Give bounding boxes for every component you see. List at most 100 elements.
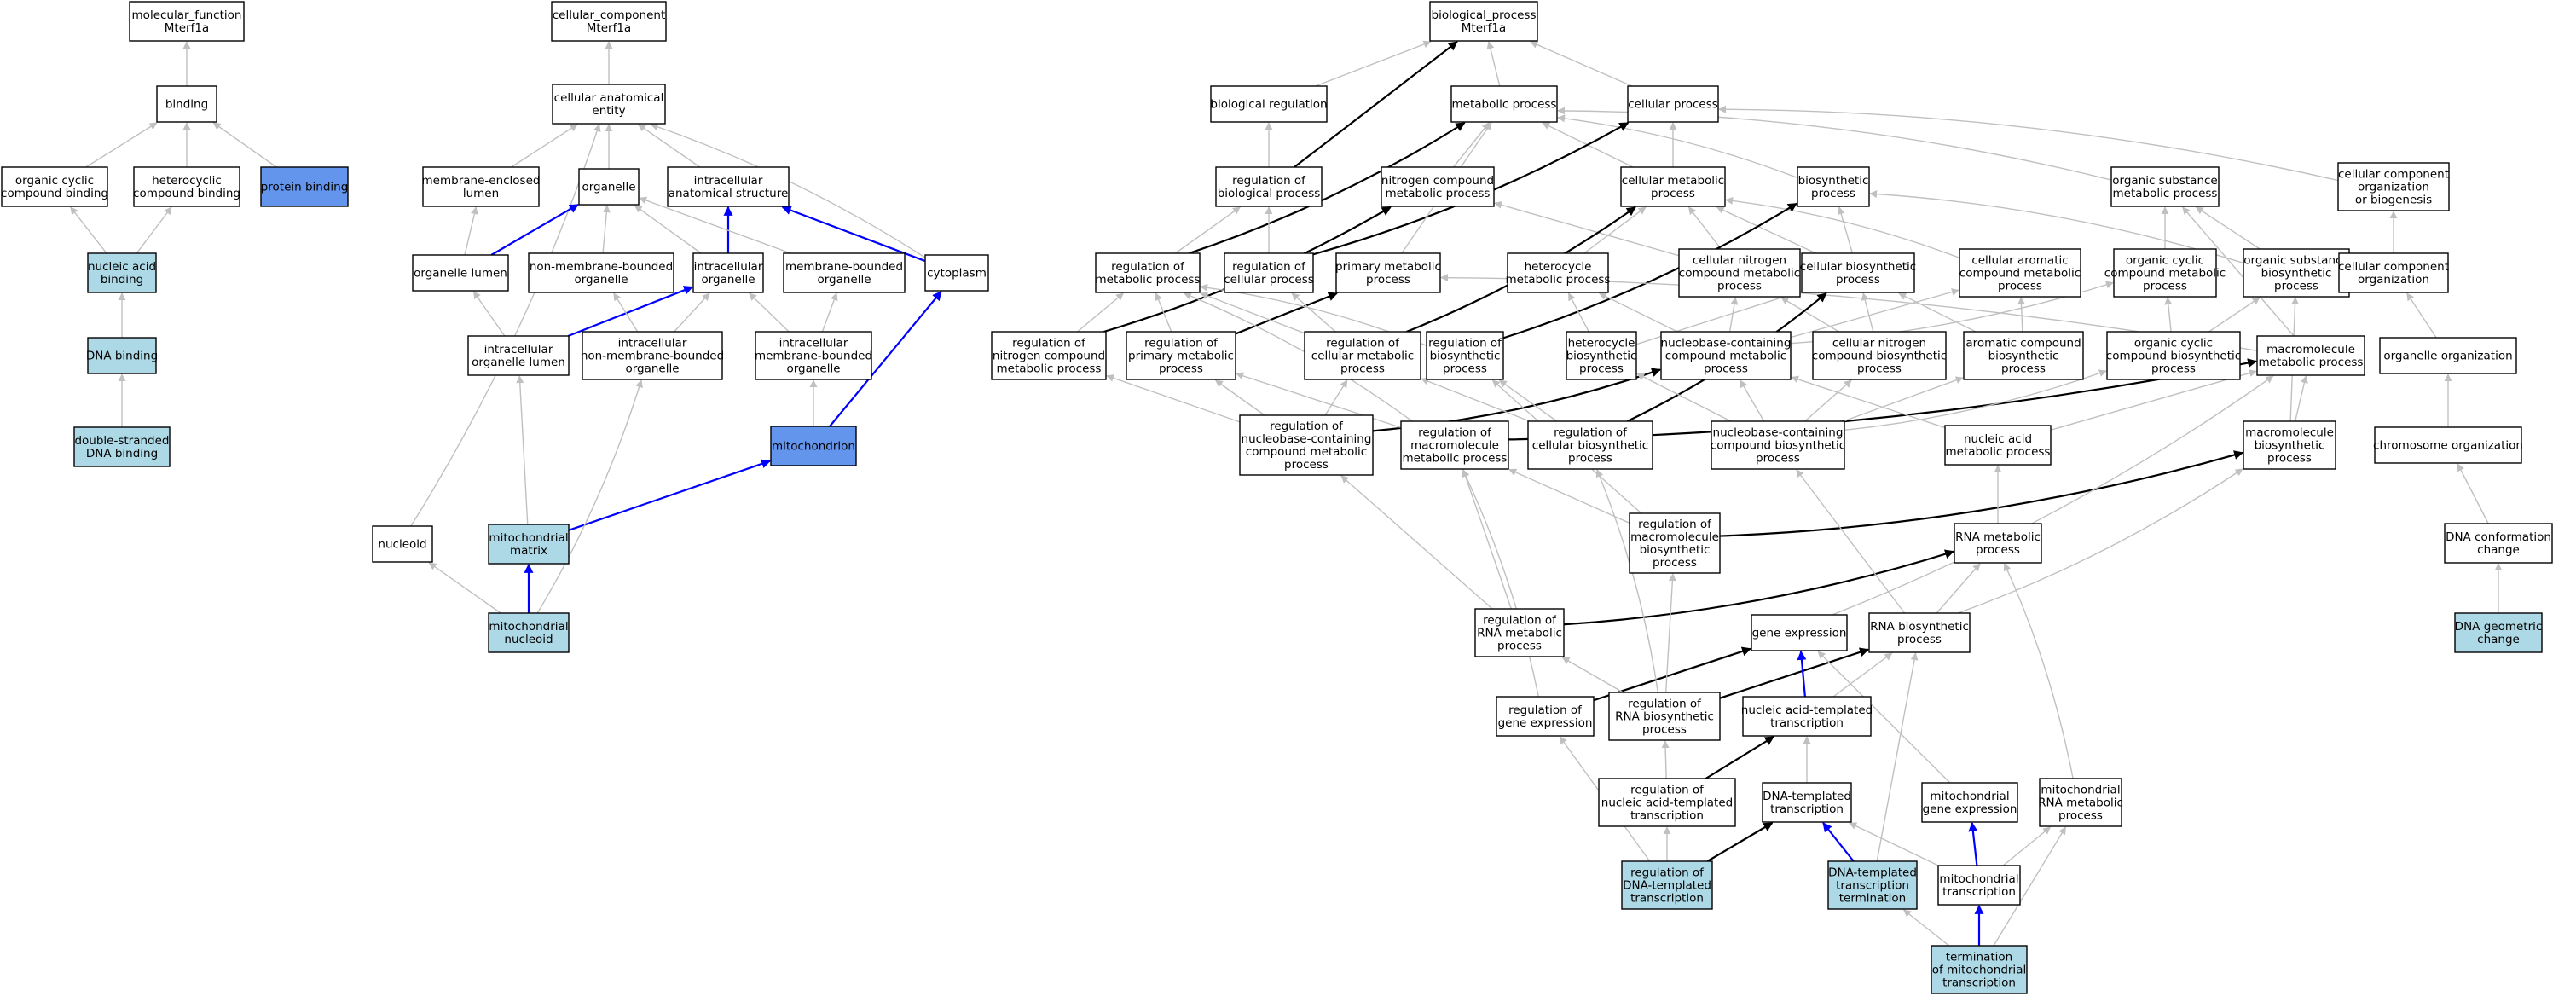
go-term-node-mitochondrion[interactable]: mitochondrion <box>770 426 857 466</box>
go-term-box <box>1304 331 1421 380</box>
go-term-node-gene-expression[interactable]: gene expression <box>1751 614 1848 651</box>
go-term-label: metabolic process <box>2113 187 2218 200</box>
go-term-box <box>667 166 790 207</box>
go-term-node-dna-binding[interactable]: DNA binding <box>86 337 158 374</box>
go-term-node-cellular-process[interactable]: cellular process <box>1627 85 1719 123</box>
go-term-node-reg-nucleobase-met[interactable]: regulation ofnucleobase-containingcompou… <box>1239 414 1374 476</box>
go-term-node-organelle-lumen[interactable]: organelle lumen <box>412 254 509 292</box>
go-term-node-organelle[interactable]: organelle <box>578 168 640 206</box>
go-term-node-organelle-org[interactable]: organelle organization <box>2379 337 2517 374</box>
go-term-label: organic cyclic <box>2134 337 2213 350</box>
go-term-label: biological_process <box>1432 9 1537 22</box>
go-term-node-protein-binding[interactable]: protein binding <box>260 166 349 207</box>
edge-mitochondrion-to-cytoplasm <box>829 291 942 427</box>
go-term-node-chromosome-org[interactable]: chromosome organization <box>2373 426 2523 464</box>
go-term-box <box>1742 696 1872 737</box>
go-term-box <box>2039 778 2122 827</box>
edge-reg_rna_met-to-rna_met <box>1563 549 1955 626</box>
go-term-node-intracell-non-mem[interactable]: intracellularnon-membrane-boundedorganel… <box>581 331 724 380</box>
go-term-node-metabolic-process[interactable]: metabolic process <box>1450 85 1558 123</box>
go-term-node-cytoplasm[interactable]: cytoplasm <box>924 254 989 292</box>
go-term-label: compound biosynthetic <box>1711 439 1845 453</box>
go-term-box <box>1959 248 2081 298</box>
edge-reg_macromol_met-to-reg_met_process <box>1183 292 1413 422</box>
go-term-node-reg-macromol-biosyn[interactable]: regulation ofmacromoleculebiosyntheticpr… <box>1629 512 1721 574</box>
go-term-box <box>1921 782 2018 823</box>
edge-reg_nucleobase_met-to-reg_cell_met <box>1324 379 1348 416</box>
go-term-label: anatomical structure <box>669 187 789 200</box>
go-term-label: organelle <box>701 273 755 287</box>
go-term-node-nucleoid[interactable]: nucleoid <box>372 525 433 563</box>
edge-reg_gene_expr-to-gene_expression <box>1593 646 1752 702</box>
go-term-node-bio-reg[interactable]: biological regulation <box>1210 85 1328 123</box>
go-term-label: nucleobase-containing <box>1242 432 1372 446</box>
edge-na_templ_transcr-to-rna_biosyn <box>1832 652 1893 698</box>
go-term-node-binding[interactable]: binding <box>156 85 217 123</box>
